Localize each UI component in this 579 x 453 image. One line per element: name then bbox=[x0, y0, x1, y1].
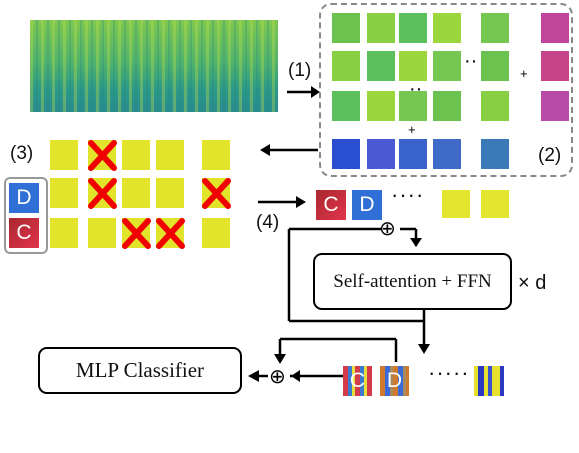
mlp-classifier: MLP Classifier bbox=[38, 347, 242, 394]
patch-tile bbox=[433, 91, 461, 121]
masked-patch-grid bbox=[50, 140, 231, 249]
patch-tile bbox=[367, 13, 395, 43]
step-label-3: (3) bbox=[10, 143, 34, 164]
step-label-1: (1) bbox=[288, 60, 312, 81]
input-patch-token bbox=[481, 190, 509, 218]
patch-tile bbox=[332, 91, 360, 121]
transformer-label: Self-attention + FFN bbox=[333, 270, 492, 292]
token-embedding-tile bbox=[541, 91, 569, 121]
masked-grid-patch bbox=[122, 178, 150, 208]
position-embedding-tile bbox=[332, 139, 360, 169]
arrow-step-4 bbox=[258, 196, 306, 208]
patch-tile bbox=[433, 13, 461, 43]
masked-grid-patch bbox=[88, 218, 116, 248]
position-embedding-tile bbox=[367, 139, 395, 169]
patch-tile bbox=[367, 51, 395, 81]
step-label-2: (2) bbox=[538, 145, 562, 166]
output-patch-token bbox=[474, 366, 504, 396]
classifier-label: MLP Classifier bbox=[75, 358, 205, 382]
patch-tile bbox=[332, 51, 360, 81]
spectrogram bbox=[30, 20, 278, 112]
patch-tile bbox=[481, 51, 509, 81]
mask-cross-icon bbox=[202, 178, 231, 209]
patch-tile bbox=[481, 13, 509, 43]
masked-grid-patch bbox=[122, 140, 150, 170]
input-cls-token: C bbox=[316, 190, 346, 220]
mask-cross-icon bbox=[88, 140, 117, 171]
patch-grid: ·· ·· + + bbox=[332, 13, 569, 169]
dist-token: D bbox=[9, 183, 39, 213]
input-ellipsis: ···· bbox=[391, 182, 425, 207]
cls-token: C bbox=[9, 218, 39, 248]
masked-grid-patch bbox=[50, 178, 78, 208]
residual-plus: ⊕ bbox=[379, 216, 396, 240]
token-embedding-tile bbox=[541, 51, 569, 81]
mask-cross-icon bbox=[156, 218, 185, 249]
arrow-step-1 bbox=[287, 86, 320, 98]
plus-sign: + bbox=[520, 66, 528, 81]
layer-repeat-label: × d bbox=[518, 272, 547, 294]
position-embedding-tile bbox=[481, 139, 509, 169]
masked-grid-patch bbox=[202, 218, 230, 248]
patch-tile bbox=[367, 91, 395, 121]
plus-sign: + bbox=[408, 122, 416, 137]
mask-cross-icon bbox=[122, 218, 151, 249]
masked-grid-patch bbox=[50, 218, 78, 248]
token-embedding-tile bbox=[541, 13, 569, 43]
position-embedding-tile bbox=[433, 139, 461, 169]
patch-tile bbox=[332, 13, 360, 43]
patch-tile bbox=[399, 13, 427, 43]
masked-grid-patch bbox=[50, 140, 78, 170]
output-ellipsis: ····· bbox=[428, 360, 470, 385]
mask-cross-icon bbox=[88, 178, 117, 209]
ellipsis-h: ·· bbox=[464, 50, 477, 72]
masked-grid-patch bbox=[156, 178, 184, 208]
classifier-plus: ⊕ bbox=[269, 364, 286, 388]
patch-tile bbox=[481, 91, 509, 121]
input-dist-token: D bbox=[352, 190, 382, 220]
patch-embedding-box bbox=[319, 3, 573, 177]
masked-grid-patch bbox=[202, 140, 230, 170]
input-patch-token bbox=[442, 190, 470, 218]
arrow-to-masking bbox=[260, 144, 318, 156]
special-token-group bbox=[4, 177, 48, 254]
ellipsis-v: ·· bbox=[409, 78, 422, 100]
patch-tile bbox=[399, 51, 427, 81]
position-embedding-tile bbox=[399, 139, 427, 169]
masked-grid-patch bbox=[156, 140, 184, 170]
patch-tile bbox=[433, 51, 461, 81]
patch-tile bbox=[399, 91, 427, 121]
step-label-4: (4) bbox=[256, 212, 280, 233]
transformer-block: Self-attention + FFN bbox=[313, 253, 512, 310]
output-dist-token: D bbox=[380, 366, 409, 396]
output-cls-token: C bbox=[343, 366, 372, 396]
